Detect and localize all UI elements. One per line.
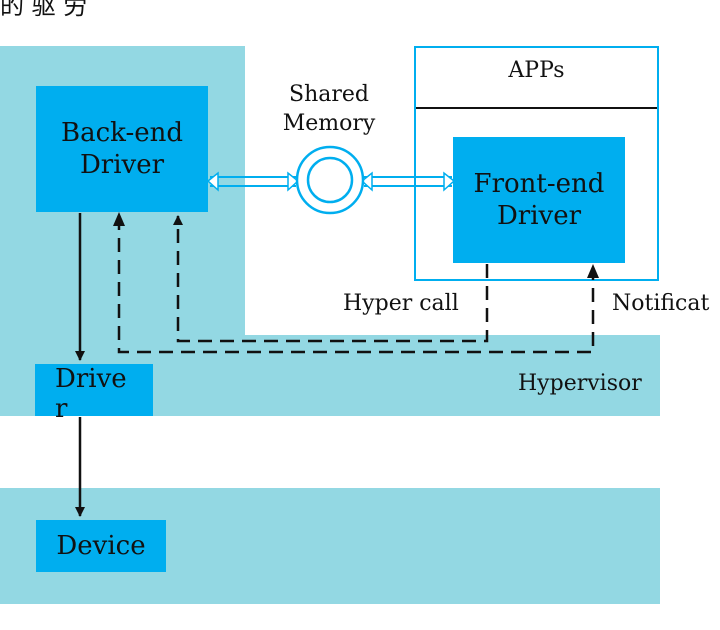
notification-path <box>117 216 595 354</box>
hyper-call-label: Hyper call <box>343 291 459 316</box>
driver-box: Drive r <box>35 364 153 424</box>
hypervisor-label: Hypervisor <box>518 371 642 396</box>
cut-off-title: 的 驱 労 <box>0 0 88 20</box>
frontend-driver-label: Front-end Driver <box>473 169 605 231</box>
apps-label: APPs <box>508 58 565 83</box>
apps-divider <box>416 107 657 109</box>
notification-label: Notificat <box>612 291 710 316</box>
backend-driver-label: Back-end Driver <box>60 118 184 180</box>
device-box: Device <box>36 520 166 572</box>
shared-memory-label: Shared Memory <box>282 82 376 136</box>
hyper-call-path <box>173 215 489 343</box>
shared-memory-icon <box>295 145 365 215</box>
notification-arrowhead-up-right <box>587 264 599 278</box>
backend-driver-box: Back-end Driver <box>36 86 208 212</box>
device-label: Device <box>56 531 146 561</box>
notification-arrowhead-up-left <box>113 212 125 226</box>
shared-memory-link-right <box>360 171 456 192</box>
driver-label: Drive r <box>55 364 127 424</box>
frontend-driver-box: Front-end Driver <box>453 137 625 263</box>
shared-memory-link-left <box>206 171 300 192</box>
